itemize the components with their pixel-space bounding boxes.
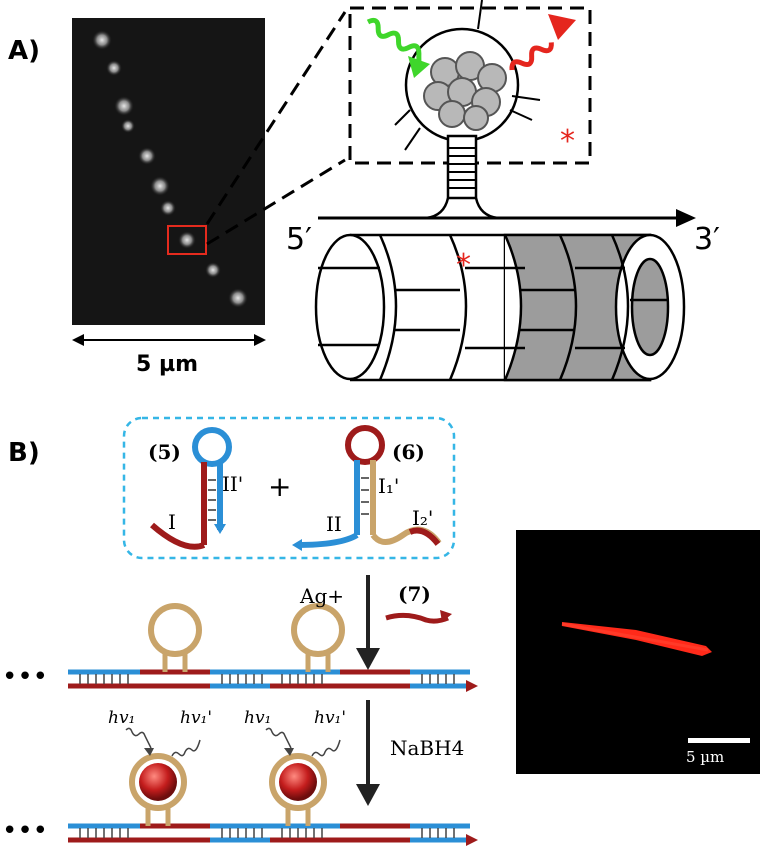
fluorescent-spot bbox=[205, 262, 221, 278]
excitation-wave-icon bbox=[366, 17, 430, 78]
panel-a-label: A) bbox=[8, 36, 41, 66]
segment-i1p-label: I₁' bbox=[378, 474, 400, 498]
asterisk-mark-box: * bbox=[560, 124, 575, 159]
scale-arrow-left bbox=[72, 334, 84, 346]
nanotube-fluorescence-image bbox=[516, 530, 760, 774]
fluorescent-spot bbox=[138, 147, 156, 165]
fluorescent-spot bbox=[106, 60, 122, 76]
hv-out-label-1: hv₁' bbox=[180, 708, 213, 728]
reactant-box bbox=[122, 416, 456, 560]
scale-bar-label-b: 5 µm bbox=[686, 748, 725, 766]
fluorescent-spot bbox=[160, 200, 176, 216]
ellipsis-row-2: ••• bbox=[2, 816, 49, 846]
segment-ii-label: II bbox=[326, 512, 342, 536]
strand-arrowhead bbox=[676, 209, 696, 227]
strand-6-label: (6) bbox=[392, 440, 425, 464]
strand-5-label: (5) bbox=[148, 440, 181, 464]
fluorescent-spot bbox=[114, 96, 134, 116]
three-prime-end-label: 3′ bbox=[694, 222, 720, 257]
reagent-ag-label: Ag+ bbox=[300, 584, 345, 608]
segment-iip-label: II' bbox=[222, 472, 244, 496]
scale-bar-b bbox=[688, 738, 750, 743]
fluorescent-spot bbox=[228, 288, 248, 308]
panel-b-label: B) bbox=[8, 438, 40, 468]
polymer-row-1 bbox=[68, 603, 478, 692]
selection-box bbox=[167, 225, 207, 255]
reaction-arrow-1 bbox=[356, 648, 380, 670]
red-filament bbox=[561, 622, 750, 743]
micrograph-spots bbox=[92, 30, 248, 308]
reagent-nabh4-label: NaBH4 bbox=[390, 736, 465, 760]
segment-i2p-label: I₂' bbox=[412, 506, 434, 530]
fluorescence-micrograph bbox=[72, 18, 265, 325]
nanoparticle-icon bbox=[139, 763, 177, 801]
strand-7-icon bbox=[385, 612, 449, 624]
silver-cluster-icon bbox=[423, 51, 507, 131]
scale-bar-label-a: 5 µm bbox=[136, 352, 199, 377]
fluorescent-spot bbox=[150, 176, 170, 196]
hv-in-label-2: hv₁ bbox=[244, 708, 272, 728]
fluorescent-spot bbox=[178, 231, 196, 249]
five-prime-end-label: 5′ bbox=[286, 222, 312, 257]
emission-wave-icon bbox=[509, 14, 576, 71]
hv-in-label-1: hv₁ bbox=[108, 708, 136, 728]
reaction-arrow-2 bbox=[356, 784, 380, 806]
hairpin-strand-5 bbox=[150, 427, 232, 550]
fluorescent-spot bbox=[121, 119, 135, 133]
fluorescent-spot bbox=[92, 30, 112, 50]
nanoparticle-icon bbox=[279, 763, 317, 801]
hv-out-label-2: hv₁' bbox=[314, 708, 347, 728]
hairpin-strand-6 bbox=[292, 425, 442, 551]
segment-i-label: I bbox=[168, 510, 176, 534]
strand-7-label: (7) bbox=[398, 582, 431, 606]
asterisk-mark-tube: * bbox=[456, 248, 471, 283]
scale-arrow-right bbox=[254, 334, 266, 346]
ellipsis-row-1: ••• bbox=[2, 662, 49, 692]
polymer-row-2 bbox=[68, 727, 478, 846]
plus-sign: + bbox=[268, 470, 292, 503]
dna-nanotube-icon bbox=[314, 233, 686, 382]
